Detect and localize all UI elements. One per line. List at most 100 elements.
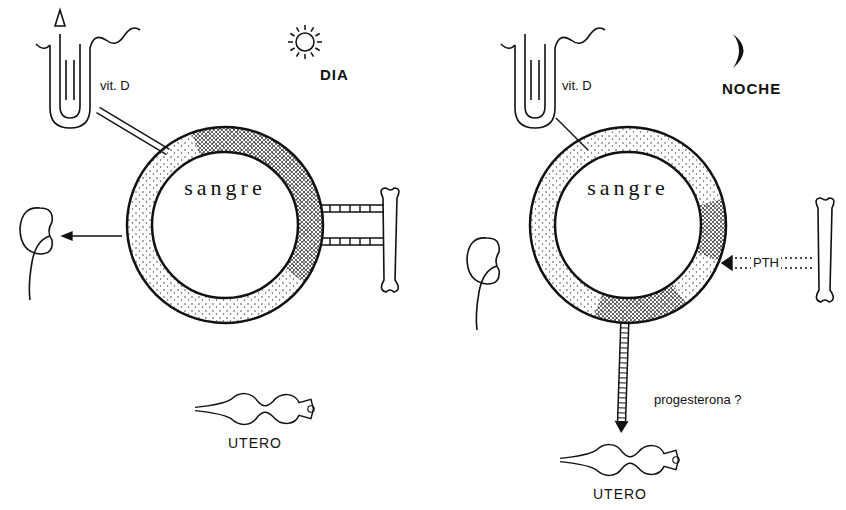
hormone-flow — [621, 327, 629, 328]
blood-ring-outer — [530, 127, 726, 323]
blood-ring-inner — [555, 152, 701, 298]
bone-exchange-band — [322, 211, 384, 212]
kidney-symbol — [29, 236, 50, 300]
time-label: DIA — [320, 66, 349, 83]
blood-ring: sangre — [528, 125, 728, 325]
sun-symbol — [315, 34, 319, 37]
uterus-node: UTERO — [545, 436, 695, 502]
bone-symbol — [816, 198, 834, 302]
intestine-villus — [73, 60, 75, 100]
bone-exchange-band — [329, 205, 330, 212]
pth-arrow — [722, 256, 732, 270]
label-wrap: NOCHE — [722, 80, 781, 97]
organ-label: UTERO — [185, 435, 325, 451]
kidney-symbol — [467, 238, 499, 330]
hormone-flow — [620, 357, 628, 358]
intestine-villus — [55, 10, 65, 26]
bone-exchange-band — [339, 205, 340, 212]
hormone-flow — [619, 387, 627, 388]
bone-exchange-band — [359, 238, 360, 245]
uterus-drawing — [545, 436, 695, 484]
bone-exchange-band — [349, 238, 350, 245]
sun-symbol — [288, 25, 322, 59]
hormone-label: PTH — [751, 255, 781, 270]
intestine-villus — [538, 60, 540, 100]
bone-exchange-band — [369, 238, 370, 245]
uterus-drawing — [195, 394, 313, 425]
time-label: NOCHE — [722, 80, 781, 97]
label-wrap: DIA — [320, 66, 349, 83]
hormone-flow — [618, 407, 626, 408]
organ-label: UTERO — [545, 486, 695, 502]
sun-symbol — [290, 34, 294, 37]
hormone-flow — [618, 402, 626, 403]
bone-exchange-band — [329, 238, 330, 245]
bone-exchange-band — [349, 205, 350, 212]
sun-symbol — [317, 41, 322, 43]
bone-exchange-band — [322, 237, 384, 238]
blood-ring-outer — [127, 127, 323, 323]
blood-ring-inner — [152, 152, 298, 298]
sun-symbol — [296, 33, 314, 51]
hormone-flow — [619, 377, 627, 378]
bone-symbol — [816, 198, 834, 302]
vitamin-d-link — [97, 107, 170, 154]
blood-ring-outline — [125, 125, 325, 325]
blood-ring-stipple — [530, 127, 726, 323]
hormone-flow — [618, 397, 626, 398]
bone-exchange-band — [322, 244, 384, 245]
label-wrap: PTH — [751, 255, 781, 270]
uterus-drawing — [185, 385, 325, 433]
kidney-arrow — [66, 235, 122, 236]
bone-exchange-band — [339, 238, 340, 245]
intestine-villus — [501, 28, 605, 128]
uterus-node: UTERO — [185, 385, 325, 451]
bone-exchange-band — [359, 205, 360, 212]
blood-ring-dense — [594, 283, 687, 323]
sun-symbol — [288, 41, 293, 43]
ring-label: sangre — [528, 175, 728, 201]
hormone-flow — [620, 352, 628, 353]
hormone-flow — [618, 392, 626, 393]
sun-symbol — [290, 48, 294, 51]
sun-symbol — [311, 27, 314, 31]
bone-exchange-band — [322, 205, 384, 245]
uterus-drawing — [560, 445, 678, 476]
hormone-flow — [619, 372, 627, 373]
vitamin-d-link — [100, 107, 170, 149]
hormone-label: vit. D — [100, 78, 130, 93]
label-wrap: vit. D — [562, 78, 592, 93]
blood-ring-dense — [191, 127, 323, 283]
hormone-label: vit. D — [562, 78, 592, 93]
label-wrap: vit. D — [100, 78, 130, 93]
ring-label: sangre — [125, 175, 325, 201]
intestine-villus — [515, 28, 605, 128]
blood-ring: sangre — [125, 125, 325, 325]
intestine-villus — [525, 34, 545, 118]
hormone-flow — [618, 412, 626, 413]
bone-exchange-band — [369, 205, 370, 212]
sun-symbol — [311, 52, 314, 56]
moon-symbol — [733, 34, 744, 68]
arrow-head — [615, 421, 629, 433]
hormone-flow — [618, 417, 626, 418]
sun-symbol — [304, 25, 306, 30]
bone-exchange-band — [322, 204, 384, 205]
hormone-flow — [615, 323, 629, 433]
label-wrap: progesterona ? — [652, 392, 743, 407]
hormone-flow — [620, 342, 628, 343]
blood-ring-outline — [528, 125, 728, 325]
intestine-villus — [36, 44, 50, 48]
hormone-flow — [620, 347, 628, 348]
bone-symbol — [381, 188, 399, 292]
hormone-flow — [619, 382, 627, 383]
sun-symbol — [297, 27, 300, 31]
blood-ring-outline — [127, 127, 323, 323]
hormone-label: progesterona ? — [652, 392, 743, 407]
sun-symbol — [297, 52, 300, 56]
intestine-villus — [501, 44, 515, 48]
hormone-flow — [619, 362, 627, 363]
intestine-villus — [65, 60, 67, 100]
